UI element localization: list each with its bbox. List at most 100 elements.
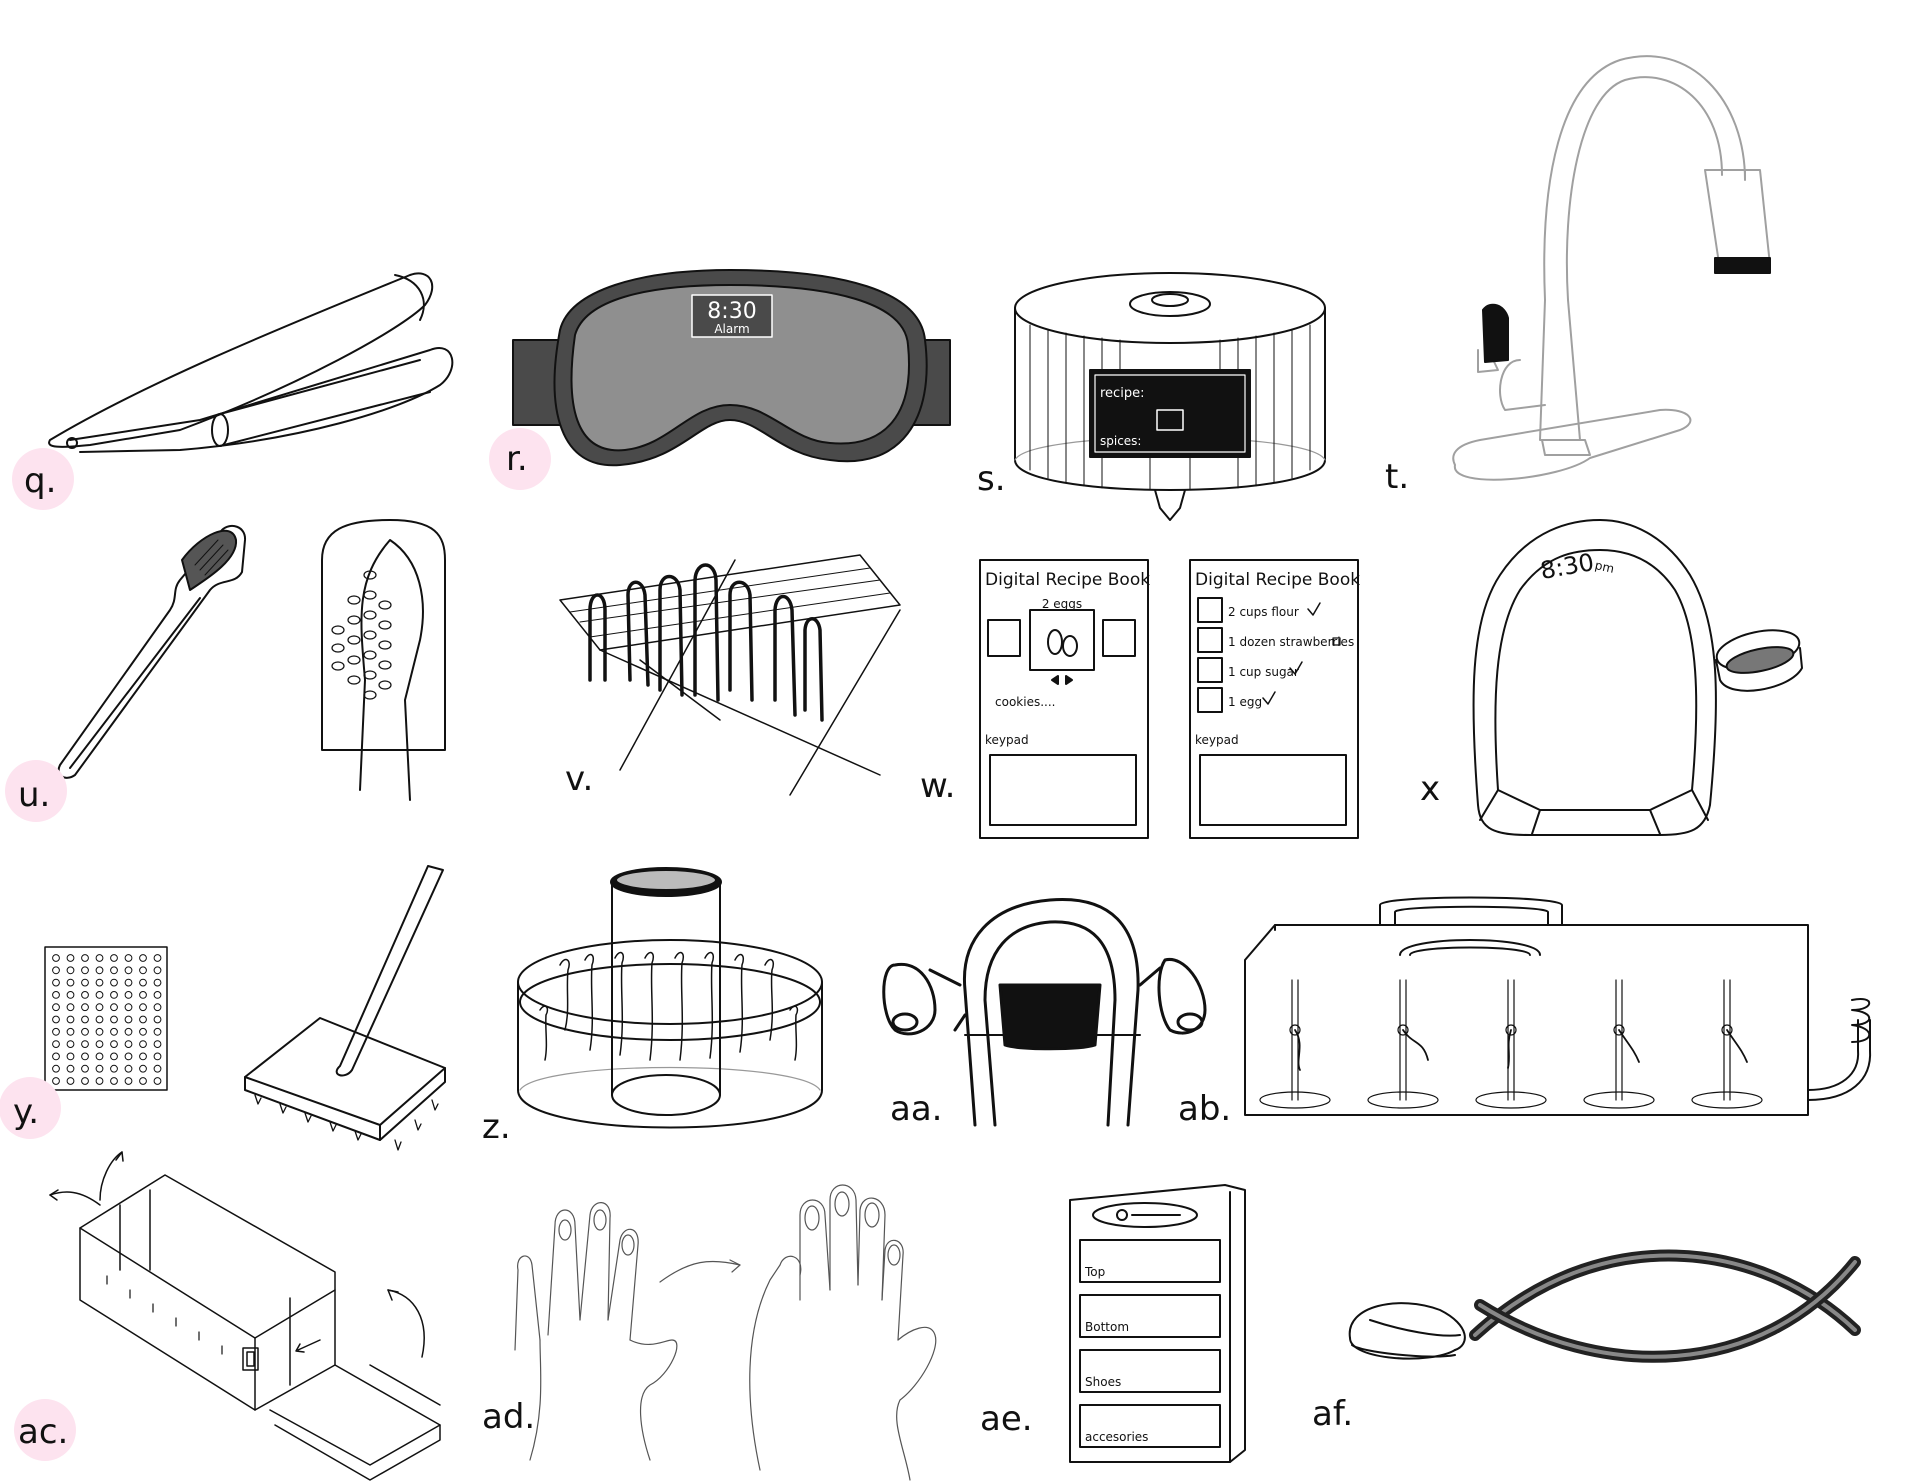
arch-time-suffix: pm: [1594, 558, 1616, 576]
mat-dot: [66, 1077, 75, 1085]
label-highlight: [489, 428, 551, 490]
mat-dot: [153, 1003, 162, 1012]
drawer-label: Bottom: [1085, 1320, 1129, 1334]
mat-dot: [95, 991, 104, 999]
mat-dot: [124, 1077, 133, 1085]
mat-dot: [52, 966, 60, 975]
item-y-scrubber: [244, 865, 446, 1151]
mat-dot: [81, 966, 89, 975]
drawer-label: accesories: [1085, 1430, 1148, 1444]
mat-dot: [110, 1040, 118, 1048]
mat-dot: [153, 1027, 162, 1036]
item-af-curved-cord: [1469, 1249, 1861, 1363]
mat-dot: [124, 1064, 133, 1073]
mat-dot: [139, 1040, 147, 1048]
item-y-dot-mat: [44, 946, 168, 1091]
mat-dot: [139, 966, 147, 975]
label-v: v.: [565, 759, 593, 799]
mat-dot: [66, 978, 75, 987]
recipe-ingredient: 1 egg: [1228, 695, 1262, 709]
item-x-ring: [1715, 629, 1803, 692]
label-ab: ab.: [1178, 1089, 1231, 1129]
label-z: z.: [482, 1107, 511, 1147]
item-ae-wardrobe: Top Bottom Shoes accesories: [1069, 1184, 1246, 1463]
mat-dot: [124, 1003, 133, 1012]
keypad-label: keypad: [985, 733, 1029, 747]
mat-dot: [153, 966, 162, 975]
mat-dot: [153, 1040, 162, 1048]
mat-dot: [95, 954, 104, 962]
mat-dot: [66, 991, 75, 999]
mat-dot: [153, 991, 162, 999]
mat-dot: [81, 1015, 89, 1024]
mat-dot: [139, 1003, 147, 1012]
item-af-compact: [1348, 1302, 1466, 1360]
item-z-washer-tub: [517, 867, 823, 1129]
label-q: q.: [24, 461, 56, 501]
mat-dot: [139, 1027, 147, 1036]
mat-dot: [52, 1077, 60, 1085]
label-ac: ac.: [18, 1412, 68, 1452]
label-ae: ae.: [980, 1399, 1033, 1439]
label-highlight: [12, 448, 74, 510]
mat-dot: [110, 966, 118, 975]
recipe-ingredient: 2 cups flour: [1228, 605, 1299, 619]
mat-dot: [66, 1052, 75, 1061]
mask-alarm-caption: Alarm: [714, 322, 749, 336]
mat-dot: [81, 1077, 89, 1085]
mat-dot: [153, 978, 162, 987]
mat-dot: [52, 954, 60, 962]
mat-dot: [66, 1015, 75, 1024]
item-ac-box-apparatus: [49, 1151, 441, 1481]
recipe-ingredient: 1 cup sugar: [1228, 665, 1299, 679]
item-ad-hands: [514, 1184, 937, 1481]
mat-dot: [95, 1027, 104, 1036]
item-r-sleep-mask: 8:30 Alarm: [512, 269, 951, 467]
mat-dot: [153, 1052, 162, 1061]
item-q-hair-straightener: [48, 272, 454, 453]
mat-dot: [139, 1015, 147, 1024]
label-y: y.: [13, 1092, 39, 1132]
recipe-item: 2 eggs: [1042, 597, 1082, 611]
item-w-recipe-book-page-1: Digital Recipe Book 2 eggs cookies.... k…: [979, 559, 1150, 839]
mat-dot: [153, 1064, 162, 1073]
mat-dot: [66, 1064, 75, 1073]
mat-dot: [81, 1027, 89, 1036]
mat-dot: [52, 1027, 60, 1036]
item-ab-drying-box: [1244, 896, 1872, 1116]
label-w: w.: [920, 766, 956, 806]
recipe-text: cookies....: [995, 695, 1055, 709]
mat-dot: [110, 1003, 118, 1012]
mat-dot: [52, 1040, 60, 1048]
mat-dot: [95, 1003, 104, 1012]
item-w-recipe-book-page-2: Digital Recipe Book 2 cups flour 1 dozen…: [1189, 559, 1360, 839]
mat-dot: [66, 954, 75, 962]
mat-dot: [110, 1064, 118, 1073]
mat-dot: [139, 1064, 147, 1073]
mat-dot: [66, 1027, 75, 1036]
mat-dot: [124, 991, 133, 999]
label-aa: aa.: [890, 1089, 942, 1129]
mat-dot: [66, 1040, 75, 1048]
mat-dot: [95, 1064, 104, 1073]
mat-dot: [139, 991, 147, 999]
drawer-label: Top: [1084, 1265, 1105, 1279]
recipe-book-title: Digital Recipe Book: [985, 570, 1150, 590]
mat-dot: [52, 978, 60, 987]
mat-dot: [124, 1027, 133, 1036]
label-ad: ad.: [482, 1397, 535, 1437]
mat-dot: [139, 1052, 147, 1061]
mat-dot: [52, 1064, 60, 1073]
item-u-toothbrush: [57, 519, 446, 801]
label-u: u.: [18, 775, 50, 815]
spice-spices-label: spices:: [1100, 434, 1141, 448]
mat-dot: [110, 991, 118, 999]
mat-dot: [124, 966, 133, 975]
mat-dot: [110, 1052, 118, 1061]
label-highlight: [0, 1077, 61, 1139]
mat-dot: [139, 954, 147, 962]
mat-dot: [66, 966, 75, 975]
mat-dot: [110, 1077, 118, 1085]
mat-dot: [52, 1015, 60, 1024]
